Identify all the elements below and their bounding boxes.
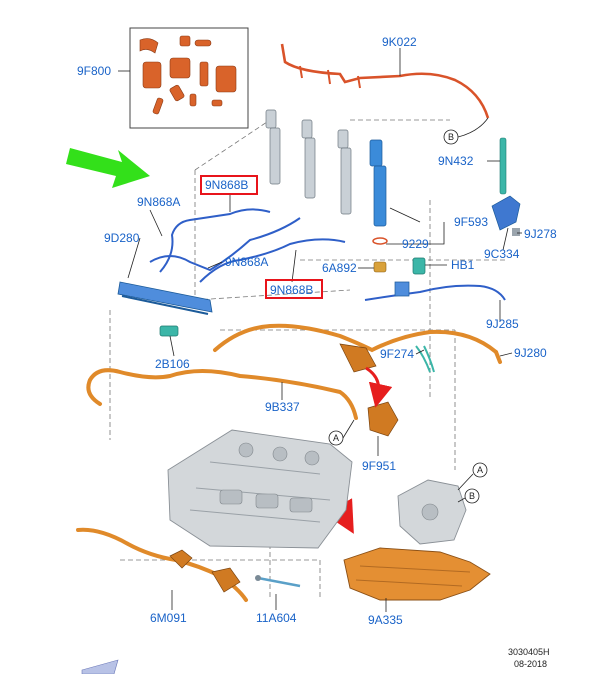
engine-cylinder-head bbox=[167, 429, 353, 549]
label-9n868a-mid: 9N868A bbox=[225, 255, 268, 269]
label-9f800: 9F800 bbox=[77, 64, 111, 78]
label-9k022: 9K022 bbox=[382, 35, 417, 49]
label-9n868a-left: 9N868A bbox=[137, 195, 180, 209]
label-9f274: 9F274 bbox=[380, 347, 414, 361]
label-9j278: 9J278 bbox=[524, 227, 557, 241]
ref-a-right-letter: A bbox=[477, 465, 483, 475]
label-11a604: 11A604 bbox=[256, 611, 297, 625]
bracket-9c334 bbox=[491, 137, 521, 236]
intake-manifold bbox=[343, 547, 491, 601]
label-9j285: 9J285 bbox=[486, 317, 519, 331]
label-9a335: 9A335 bbox=[368, 613, 403, 627]
ref-a-right: A bbox=[472, 462, 488, 478]
leader-lines bbox=[118, 48, 522, 612]
label-9f593: 9F593 bbox=[454, 215, 488, 229]
diagram-footer: 3030405H 08-2018 bbox=[508, 647, 550, 669]
coolant-hoses bbox=[86, 323, 502, 420]
ref-b-right-letter: B bbox=[469, 491, 475, 501]
timing-cover bbox=[397, 479, 467, 545]
label-6a892: 6A892 bbox=[322, 261, 357, 275]
ref-b-top: B bbox=[443, 129, 459, 145]
hose-fittings bbox=[339, 343, 435, 437]
label-9n868b-top: 9N868B bbox=[205, 178, 248, 192]
fuel-rail-assembly bbox=[117, 208, 506, 337]
label-2b106: 2B106 bbox=[155, 357, 190, 371]
seal-kit-illustration bbox=[129, 27, 249, 129]
direction-indicator bbox=[81, 659, 119, 674]
label-9f951: 9F951 bbox=[362, 459, 396, 473]
label-9n868b-low: 9N868B bbox=[270, 283, 313, 297]
label-9n432: 9N432 bbox=[438, 154, 474, 168]
glow-plug-harness bbox=[280, 43, 490, 119]
ref-a-mid-letter: A bbox=[333, 433, 339, 443]
ref-b-top-letter: B bbox=[448, 132, 454, 142]
fuel-injectors bbox=[265, 109, 388, 273]
ref-a-mid: A bbox=[328, 430, 344, 446]
label-9c334: 9C334 bbox=[484, 247, 520, 261]
label-6m091: 6M091 bbox=[150, 611, 187, 625]
label-9j280: 9J280 bbox=[514, 346, 547, 360]
breather-hose-6m091 bbox=[76, 527, 248, 602]
label-9d280: 9D280 bbox=[104, 231, 140, 245]
part-labels: 9F800 9K022 9N432 9N868B 9N868A 9D280 9F… bbox=[77, 35, 557, 627]
label-9b337: 9B337 bbox=[265, 400, 300, 414]
alignment-lines bbox=[109, 119, 505, 600]
sensor-11a604 bbox=[255, 575, 301, 588]
highlight-boxes bbox=[200, 175, 323, 299]
diagram-code: 3030405H bbox=[508, 647, 550, 657]
ref-b-right: B bbox=[464, 488, 480, 504]
label-hb1: HB1 bbox=[451, 258, 475, 272]
diagram-date: 08-2018 bbox=[514, 659, 547, 669]
reference-markers: B A A B bbox=[328, 117, 489, 504]
green-pointer-arrow bbox=[66, 148, 150, 188]
label-9229: 9229 bbox=[402, 237, 429, 251]
